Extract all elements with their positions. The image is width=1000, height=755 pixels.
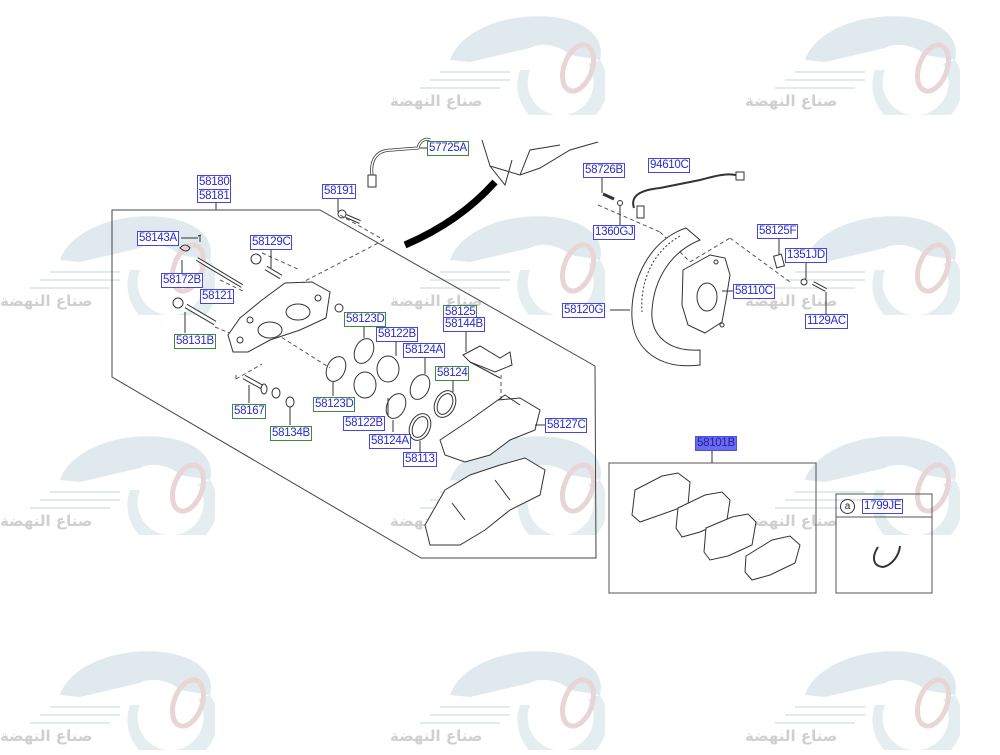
part-label-1799JE[interactable]: 1799JE bbox=[862, 499, 904, 514]
part-label-58172B[interactable]: 58172B bbox=[161, 273, 203, 288]
brake-pads-drawing bbox=[631, 472, 801, 581]
spring-clip-drawing bbox=[462, 345, 513, 379]
part-label-58124[interactable]: 58124 bbox=[435, 366, 470, 381]
part-label-58181[interactable]: 58181 bbox=[199, 190, 230, 202]
bleeder-drawing bbox=[334, 303, 344, 313]
part-label-58121[interactable]: 58121 bbox=[200, 289, 235, 304]
part-label-94610C[interactable]: 94610C bbox=[648, 158, 691, 173]
part-label-58101B-selected[interactable]: 58101B bbox=[695, 436, 737, 451]
wire-kit-box bbox=[835, 493, 933, 594]
part-label-58123D-lower[interactable]: 58123D bbox=[313, 397, 356, 412]
boot-58172B-drawing bbox=[179, 244, 191, 252]
part-label-58124A-upper[interactable]: 58124A bbox=[403, 343, 445, 358]
black-curve bbox=[403, 179, 498, 249]
washer-1351JD-drawing bbox=[800, 278, 808, 286]
clip-58143A-drawing bbox=[197, 234, 202, 242]
callout-marker-a: a bbox=[840, 499, 855, 514]
leader-lines bbox=[181, 147, 827, 452]
sensor-94610C-drawing bbox=[632, 171, 745, 219]
part-label-58122B-lower[interactable]: 58122B bbox=[343, 416, 385, 431]
part-label-58167[interactable]: 58167 bbox=[232, 404, 267, 419]
hose-57725A-drawing bbox=[367, 137, 431, 188]
part-label-1360GJ[interactable]: 1360GJ bbox=[593, 225, 636, 240]
part-label-58143A[interactable]: 58143A bbox=[137, 231, 179, 246]
bracket-drawing bbox=[424, 457, 546, 546]
part-label-58129C[interactable]: 58129C bbox=[250, 235, 293, 250]
bolt-58191-drawing bbox=[337, 209, 361, 224]
bolt-58131B-drawing bbox=[172, 297, 217, 326]
part-label-58122B-upper[interactable]: 58122B bbox=[376, 327, 418, 342]
part-label-58124A-lower[interactable]: 58124A bbox=[369, 434, 411, 449]
guide-58167-drawing bbox=[242, 374, 295, 408]
guide-pin-58121-drawing bbox=[195, 257, 244, 288]
caliper-body-drawing bbox=[227, 281, 331, 353]
part-label-58110C[interactable]: 58110C bbox=[733, 284, 775, 299]
part-label-1129AC[interactable]: 1129AC bbox=[805, 314, 848, 329]
bolt-58129C-drawing bbox=[250, 253, 283, 280]
part-label-1351JD[interactable]: 1351JD bbox=[785, 248, 827, 263]
bolt-58726B-drawing bbox=[602, 192, 623, 206]
part-label-58127C[interactable]: 58127C bbox=[545, 418, 588, 433]
part-label-58120G[interactable]: 58120G bbox=[562, 303, 606, 318]
caliper-assembly-outline bbox=[111, 209, 597, 559]
part-label-58134B[interactable]: 58134B bbox=[270, 426, 312, 441]
part-label-58180[interactable]: 58180 bbox=[199, 176, 230, 190]
bolt-1129AC-drawing bbox=[812, 281, 827, 292]
part-label-58123D-upper[interactable]: 58123D bbox=[344, 312, 387, 327]
part-label-57725A[interactable]: 57725A bbox=[427, 141, 469, 156]
wire-1799JE-drawing bbox=[873, 545, 901, 569]
part-label-58144B[interactable]: 58144B bbox=[443, 317, 485, 332]
dust-shield-drawing bbox=[631, 227, 701, 367]
knuckle-drawing bbox=[681, 254, 731, 334]
plate-58125F-drawing bbox=[772, 253, 786, 269]
part-label-58191[interactable]: 58191 bbox=[322, 184, 357, 199]
part-label-58726B[interactable]: 58726B bbox=[583, 163, 625, 178]
upper-caliper-drawing bbox=[481, 139, 599, 187]
part-label-58125[interactable]: 58125 bbox=[443, 305, 478, 320]
part-label-58180-58181[interactable]: 58180 58181 bbox=[197, 175, 232, 203]
carrier-58127C-drawing bbox=[439, 394, 541, 463]
part-label-58125F[interactable]: 58125F bbox=[757, 224, 799, 239]
part-label-58131B[interactable]: 58131B bbox=[174, 334, 216, 349]
part-label-58113[interactable]: 58113 bbox=[403, 452, 437, 467]
